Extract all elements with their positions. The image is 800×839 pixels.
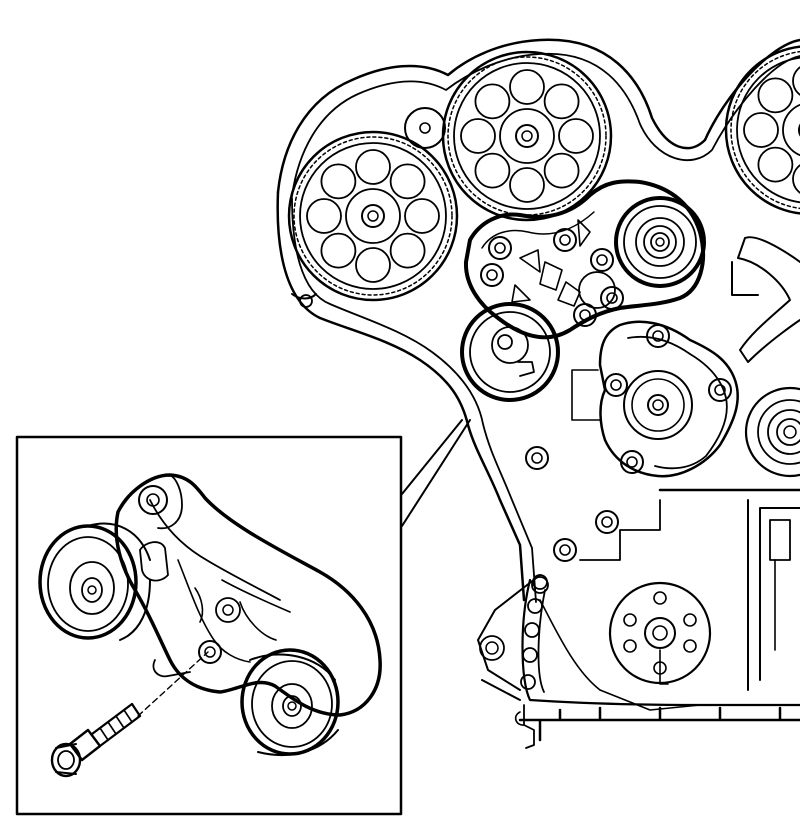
left-cam-sprocket [287, 130, 459, 302]
callout-leader [401, 419, 471, 527]
cover-boss-3 [595, 510, 619, 534]
pump-mount-plate [571, 320, 739, 478]
oil-pump-hub [608, 581, 712, 685]
bolt-axis-line [137, 651, 209, 717]
cover-boss-2 [553, 538, 577, 562]
timing-cover-outline [276, 38, 800, 603]
detail-inset [15, 435, 403, 816]
inset-bracket [114, 473, 382, 717]
upper-boss [404, 107, 446, 149]
right-edge-pulley [744, 386, 800, 478]
center-cam-sprocket [441, 50, 613, 222]
inset-idler-pulley [38, 522, 151, 641]
cover-boss-1 [525, 446, 549, 470]
inset-tensioner-pulley [240, 648, 340, 756]
tensioner-pulley-upper [614, 196, 706, 288]
inset-mounting-bolt [50, 702, 142, 778]
belt-guide [731, 236, 800, 363]
tensioner-bracket-assembly [463, 179, 706, 340]
cover-fastener-chain [514, 574, 548, 749]
right-cam-sprocket [724, 44, 800, 216]
lower-idler-pulley [460, 302, 560, 402]
lower-cover [477, 488, 800, 742]
